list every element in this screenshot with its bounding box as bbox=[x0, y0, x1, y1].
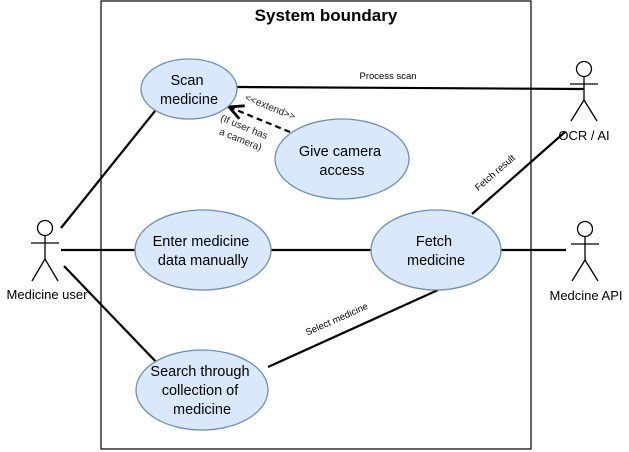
camera-line-2: access bbox=[319, 163, 364, 179]
fetch-line-1: Fetch bbox=[416, 234, 452, 250]
actor-ocr-ai-label: OCR / AI bbox=[558, 128, 609, 143]
use-case-fetch-medicine-label: Fetch medicine bbox=[407, 234, 465, 269]
camera-line-1: Give camera bbox=[299, 144, 382, 160]
enter-line-2: data manually bbox=[158, 253, 249, 269]
scan-line-1: Scan bbox=[170, 73, 203, 89]
use-case-enter-medicine-data-label: Enter medicine data manually bbox=[153, 234, 254, 269]
actor-ocr-ai[interactable]: OCR / AI bbox=[558, 60, 610, 144]
actor-medicine-api[interactable]: Medcine API bbox=[550, 220, 623, 304]
enter-line-1: Enter medicine bbox=[153, 234, 250, 250]
actor-medicine-api-label: Medcine API bbox=[550, 288, 623, 303]
stick-figure-icon bbox=[31, 219, 59, 282]
use-case-search-collection[interactable]: Search through collection of medicine bbox=[135, 349, 269, 431]
use-case-give-camera-access[interactable]: Give camera access bbox=[274, 118, 410, 200]
use-case-scan-medicine-label: Scan medicine bbox=[160, 73, 218, 108]
search-line-2: collection of bbox=[162, 383, 240, 399]
fetch-line-2: medicine bbox=[407, 253, 465, 269]
label-process-scan: Process scan bbox=[359, 71, 416, 82]
use-case-enter-medicine-data[interactable]: Enter medicine data manually bbox=[134, 209, 272, 291]
line-scan-ocr bbox=[236, 85, 585, 91]
use-case-search-collection-label: Search through collection of medicine bbox=[150, 364, 253, 418]
line-user-scan bbox=[60, 110, 156, 229]
search-line-1: Search through bbox=[150, 364, 249, 380]
line-user-search bbox=[63, 265, 161, 367]
scan-line-2: medicine bbox=[160, 92, 218, 108]
line-fetch-ocr bbox=[471, 131, 566, 215]
stick-figure-icon bbox=[570, 60, 598, 122]
search-line-3: medicine bbox=[173, 402, 231, 418]
actor-medicine-user[interactable]: Medicine user bbox=[7, 219, 89, 303]
stick-figure-icon bbox=[571, 220, 599, 282]
boundary-title: System boundary bbox=[255, 6, 398, 25]
line-search-fetch bbox=[267, 288, 439, 369]
extend-arrow bbox=[229, 107, 291, 134]
actor-medicine-user-label: Medicine user bbox=[7, 287, 89, 302]
use-case-fetch-medicine[interactable]: Fetch medicine bbox=[370, 209, 502, 291]
use-case-give-camera-access-label: Give camera access bbox=[299, 144, 385, 179]
use-case-scan-medicine[interactable]: Scan medicine bbox=[140, 58, 238, 120]
